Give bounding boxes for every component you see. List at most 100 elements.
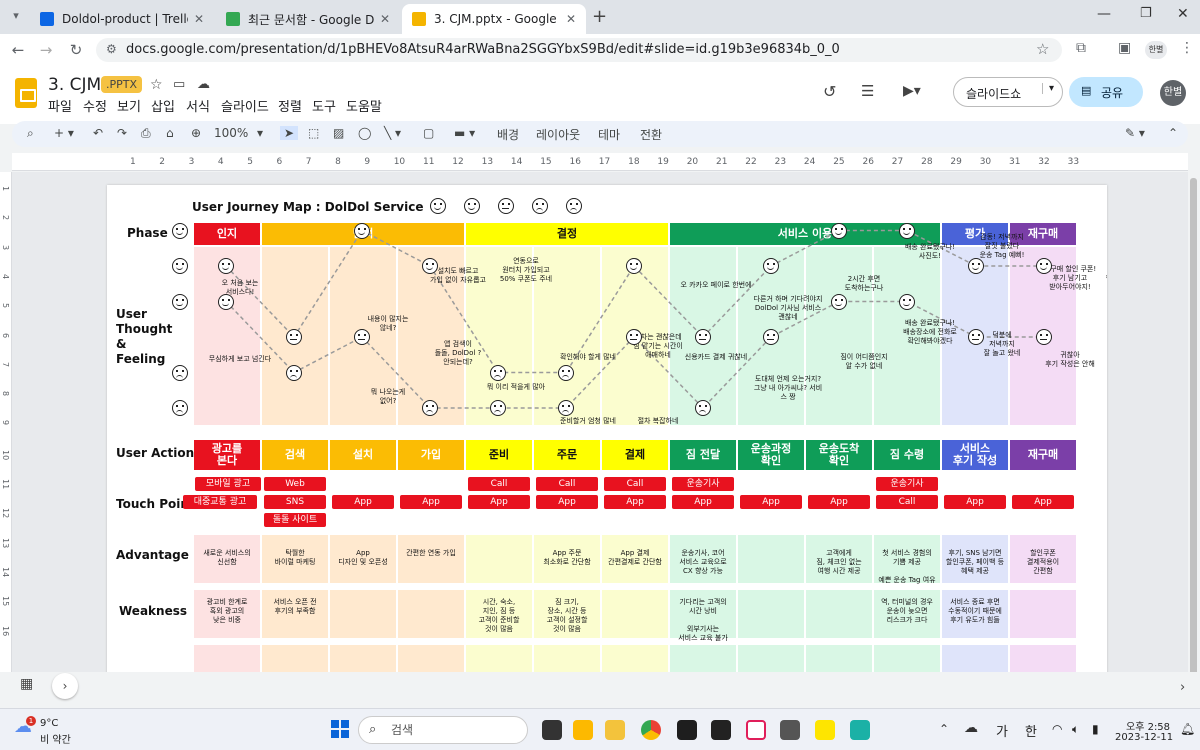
border-weight-icon[interactable]: ▬ ▾ xyxy=(454,126,476,140)
menu-edit[interactable]: 수정 xyxy=(83,100,107,115)
reload-icon[interactable]: ↻ xyxy=(69,41,83,59)
maximize-icon[interactable]: ❐ xyxy=(1140,6,1152,21)
close-icon[interactable]: ✕ xyxy=(193,12,204,26)
touch-point-badge: App xyxy=(808,495,870,509)
zoom-icon[interactable]: ⊕ xyxy=(191,126,202,140)
slide[interactable]: User Journey Map : DolDol Service Phase … xyxy=(107,185,1107,685)
menu-tools[interactable]: 도구 xyxy=(312,100,336,115)
move-folder-icon[interactable]: ▭ xyxy=(173,77,186,92)
theme-button[interactable]: 테마 xyxy=(598,128,621,142)
menu-format[interactable]: 서식 xyxy=(186,100,210,115)
explore-icon[interactable]: › xyxy=(1180,680,1186,695)
zoom-select[interactable]: 100% xyxy=(214,126,249,140)
scrollbar-thumb[interactable] xyxy=(1190,178,1197,678)
volume-icon[interactable]: 🔈︎ xyxy=(1072,722,1080,736)
chrome-icon[interactable] xyxy=(641,720,661,740)
comment-add-icon[interactable]: ▢ xyxy=(423,126,435,140)
teams-icon[interactable] xyxy=(850,720,870,740)
figma-icon[interactable] xyxy=(677,720,697,740)
grid-view-icon[interactable]: ▦ xyxy=(20,676,34,692)
background-button[interactable]: 배경 xyxy=(497,128,520,142)
face-eyes xyxy=(222,298,230,301)
image-icon[interactable]: ▨ xyxy=(333,126,345,140)
account-avatar[interactable]: 한별 xyxy=(1160,80,1186,106)
redo-icon[interactable]: ↷ xyxy=(117,126,128,140)
settings-icon[interactable] xyxy=(780,720,800,740)
expand-panel-icon[interactable]: › xyxy=(52,673,78,699)
browser-menu-icon[interactable]: ⋮ xyxy=(1180,40,1194,56)
menu-view[interactable]: 보기 xyxy=(117,100,141,115)
slideshow-button[interactable]: 슬라이드쇼 ▾ xyxy=(953,77,1063,107)
paint-format-icon[interactable]: ⌂ xyxy=(166,126,174,140)
frame-select-icon[interactable]: ⬚ xyxy=(308,126,320,140)
wifi-icon[interactable]: ◠ xyxy=(1052,722,1063,736)
back-icon[interactable]: ← xyxy=(11,41,25,59)
ruler-tick: 24 xyxy=(803,157,816,167)
tray-chevron-icon[interactable]: ⌃ xyxy=(939,722,950,736)
meet-icon[interactable]: ▶▾ xyxy=(903,83,921,99)
history-icon[interactable]: ↺ xyxy=(823,82,837,101)
kakaotalk-icon[interactable] xyxy=(815,720,835,740)
bookmark-star-icon[interactable]: ☆ xyxy=(1036,40,1050,58)
tab-slides[interactable]: 3. CJM.pptx - Google Slides ✕ xyxy=(402,4,586,34)
comments-icon[interactable]: ☰ xyxy=(861,82,875,100)
select-cursor-icon[interactable]: ➤ xyxy=(280,126,298,140)
weakness-cell: 기다리는 고객의 시간 낭비 외부기사는 서비스 교육 불가 xyxy=(670,590,736,642)
shape-icon[interactable]: ◯ xyxy=(358,126,372,140)
task-view-icon[interactable] xyxy=(542,720,562,740)
close-icon[interactable]: ✕ xyxy=(565,12,576,26)
new-slide-icon[interactable]: + ▾ xyxy=(54,126,74,140)
side-panel-icon[interactable]: ▣ xyxy=(1118,40,1132,56)
journey-thought: 배송 완료됐구나! 사진도! xyxy=(904,243,956,260)
clock-date[interactable]: 2023-12-11 xyxy=(1115,732,1174,743)
menu-help[interactable]: 도움말 xyxy=(346,100,382,115)
windows-start-icon[interactable] xyxy=(331,720,349,738)
menu-arrange[interactable]: 정렬 xyxy=(278,100,302,115)
tab-list-button[interactable]: ▾ xyxy=(13,9,19,22)
touch-point-badge: Call xyxy=(876,495,938,509)
layout-button[interactable]: 레이아웃 xyxy=(536,128,581,142)
share-button[interactable]: ▤ 공유 xyxy=(1069,77,1143,107)
taskbar-search[interactable]: 검색 xyxy=(358,716,528,744)
close-icon[interactable]: ✕ xyxy=(379,12,390,26)
star-icon[interactable]: ☆ xyxy=(150,77,163,93)
ime-hangul-2[interactable]: 한 xyxy=(1025,725,1037,740)
forward-icon[interactable]: → xyxy=(39,41,53,59)
app-icon[interactable] xyxy=(711,720,731,740)
pen-icon[interactable]: ✎ ▾ xyxy=(1125,126,1145,140)
battery-icon[interactable]: ▮ xyxy=(1092,722,1099,736)
zoom-chevron-icon[interactable]: ▾ xyxy=(257,126,264,140)
chevron-down-icon[interactable]: ▾ xyxy=(1042,83,1054,94)
notifications-bell-icon[interactable]: 🔔︎ xyxy=(1180,722,1196,736)
transition-button[interactable]: 전환 xyxy=(640,128,663,142)
menu-insert[interactable]: 삽입 xyxy=(151,100,175,115)
slack-icon[interactable] xyxy=(746,720,766,740)
close-window-icon[interactable]: ✕ xyxy=(1177,6,1189,22)
extensions-icon[interactable]: ⧉ xyxy=(1076,40,1086,56)
onedrive-icon[interactable]: ☁ xyxy=(964,720,978,736)
profile-button[interactable]: 한별 xyxy=(1145,41,1167,59)
search-menus-icon[interactable]: ⌕ xyxy=(27,126,34,140)
menu-file[interactable]: 파일 xyxy=(48,100,72,115)
undo-icon[interactable]: ↶ xyxy=(93,126,104,140)
folder-icon[interactable] xyxy=(605,720,625,740)
slides-logo-icon[interactable] xyxy=(15,78,37,108)
clock-time[interactable]: 오후 2:58 xyxy=(1126,722,1171,733)
ime-hangul-1[interactable]: 가 xyxy=(996,725,1008,740)
document-title[interactable]: 3. CJM xyxy=(48,75,102,95)
cloud-status-icon[interactable]: ☁ xyxy=(197,77,210,92)
collapse-toolbar-icon[interactable]: ⌃ xyxy=(1168,126,1179,140)
new-tab-button[interactable]: + xyxy=(592,6,608,27)
minimize-icon[interactable]: — xyxy=(1097,6,1111,22)
face-eyes xyxy=(494,369,502,372)
print-icon[interactable]: ⎙ xyxy=(141,126,151,140)
menu-slide[interactable]: 슬라이드 xyxy=(221,100,269,115)
line-icon[interactable]: ╲ ▾ xyxy=(384,126,402,140)
tab-trello[interactable]: Doldol-product | Trello ✕ xyxy=(30,4,214,34)
weakness-text: 시간, 숙소, 지인, 짐 등 고객이 준비할 것이 많음 xyxy=(478,598,520,633)
url-input[interactable]: docs.google.com/presentation/d/1pBHEVo8A… xyxy=(96,38,1062,62)
notification-badge: 1 xyxy=(26,716,36,726)
tab-drive[interactable]: 최근 문서함 - Google Drive ✕ xyxy=(216,4,400,34)
site-info-icon[interactable]: ⚙ xyxy=(106,42,117,56)
file-explorer-icon[interactable] xyxy=(573,720,593,740)
